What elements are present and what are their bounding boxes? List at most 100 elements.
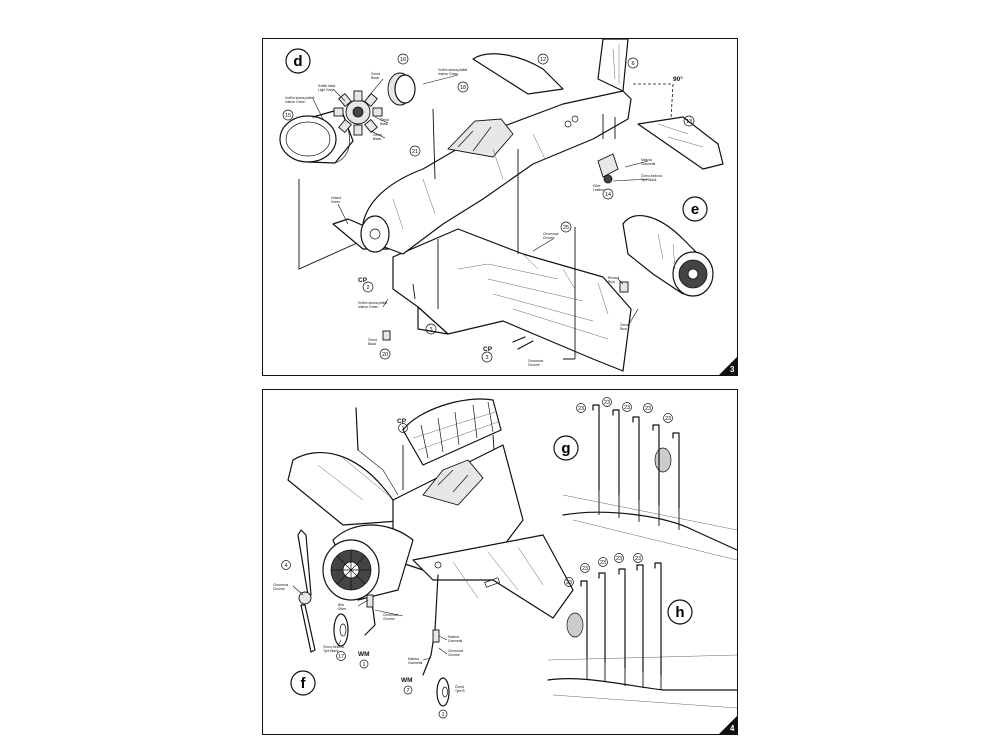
- part-g4-label: 23: [645, 406, 651, 412]
- antenna-rods-g: [592, 404, 680, 530]
- part-25-label: 25: [563, 225, 569, 231]
- cowling-front-disk: [387, 72, 416, 106]
- callout-d6: Vnitřní strana pláště: [438, 68, 467, 72]
- part-14-circle: [602, 188, 614, 200]
- part-7-label: 7: [406, 688, 409, 694]
- part-16-label: 16: [400, 57, 406, 63]
- callout-d11b: Chrome: [528, 363, 540, 367]
- step-d-label: d: [293, 53, 302, 70]
- part-18-label: 18: [460, 85, 466, 91]
- antenna-rods-h: [580, 562, 662, 690]
- left-stabilizer: [472, 53, 564, 95]
- callout-e4: Rezavá: [608, 276, 619, 280]
- callout-d6b: Interior Green: [438, 72, 459, 76]
- canopy: [402, 398, 502, 466]
- callout-f6b: Chrome: [448, 653, 460, 657]
- callout-f5b: Gunmetal: [448, 639, 463, 643]
- callout-d1b: Interior Green: [285, 100, 306, 104]
- step-f-label: f: [301, 675, 307, 692]
- callout-d8: Vnitřní strana pláště: [358, 301, 387, 305]
- step-f-marker: [290, 670, 316, 696]
- wing-panel-g: [562, 447, 737, 561]
- callout-d11: Chromová: [528, 359, 543, 363]
- aircraft-assembled: [287, 444, 574, 619]
- part-3a-circle: [425, 323, 437, 335]
- main-gear-left: [333, 594, 376, 647]
- part-h2-label: 23: [582, 566, 588, 572]
- step-e-marker: [682, 196, 708, 222]
- callout-d2b: Light Grey: [318, 88, 334, 92]
- part-6-label: 6: [631, 61, 634, 67]
- part-21-label: 21: [412, 149, 418, 155]
- part-2-label: 2: [366, 285, 369, 291]
- callout-d3: Černá: [371, 71, 380, 76]
- angle-guide: [633, 83, 674, 120]
- callout-d4b: Black: [380, 122, 388, 126]
- engine-detail-e: [622, 215, 714, 297]
- part-4-label: 4: [284, 563, 287, 569]
- callout-e5b: Rust: [620, 327, 627, 331]
- part-15-circle: [282, 109, 294, 121]
- antenna-mast: [355, 407, 359, 451]
- page-corner-bottom: [719, 716, 737, 734]
- part-20-label: 20: [382, 352, 388, 358]
- callout-d7b: Green: [331, 200, 340, 204]
- callout-f2b: Silver: [338, 607, 347, 611]
- part-6-circle: [627, 57, 639, 69]
- part-3b-circle: [481, 351, 493, 363]
- part-g2-label: 23: [604, 400, 610, 406]
- instruction-panel-top: d: [262, 38, 738, 376]
- part-3a-label: 3: [429, 327, 432, 333]
- cowling-ring: [279, 108, 354, 164]
- callout-e3: Kůže: [593, 184, 601, 188]
- part-25-circle: [560, 221, 572, 233]
- part-g3-label: 23: [624, 405, 630, 411]
- part-g5-label: 23: [665, 416, 671, 422]
- bottom-drawing: CP 1 4 17 WM 1: [273, 397, 737, 734]
- part-18-circle: [457, 81, 469, 93]
- callout-e3b: Leather: [593, 188, 605, 192]
- page-corner: [719, 357, 737, 375]
- callout-d9: Černá: [368, 337, 377, 342]
- callout-f7b: Gunmetal: [408, 661, 423, 665]
- part-3b-label: 3: [485, 355, 488, 361]
- callout-d3b: Black: [371, 76, 379, 80]
- callout-f3: Chromová: [383, 613, 398, 617]
- wm-label-2: WM: [401, 677, 413, 684]
- right-stabilizer: [637, 116, 724, 170]
- part-h1-label: 23: [566, 580, 572, 586]
- assembly-arrow-d: [298, 179, 376, 270]
- callout-d5b: Black: [373, 137, 381, 141]
- angle-label: 90°: [673, 75, 683, 83]
- part-12-circle: [537, 53, 549, 65]
- top-drawing: d: [279, 39, 737, 375]
- tail-wheel: [597, 153, 619, 184]
- wing-panel-h: [547, 612, 737, 709]
- part-g1-label: 23: [578, 406, 584, 412]
- radial-engine: [333, 90, 383, 136]
- part-h3-label: 23: [600, 560, 606, 566]
- callout-f3b: Chrome: [383, 617, 395, 621]
- callout-f8b: Tyre B: [455, 689, 465, 693]
- part-14-label: 14: [605, 192, 611, 198]
- callout-f8: Černá: [455, 684, 464, 689]
- propeller: [297, 529, 316, 653]
- step-g-marker: [553, 435, 579, 461]
- callout-d10b: Chrome: [543, 236, 555, 240]
- page-number-bottom: 4: [730, 724, 735, 733]
- callout-d1: Vnitřní strana pláště: [285, 96, 314, 100]
- wm-label-1: WM: [358, 651, 370, 658]
- part-13-circle: [683, 115, 695, 127]
- callout-d7: Zelená: [331, 196, 341, 200]
- main-gear-right: [422, 574, 450, 707]
- callout-e2b: Tyre Black: [641, 178, 657, 182]
- part-1c-label: 1: [441, 712, 444, 718]
- callout-f6: Chromová: [448, 649, 463, 653]
- part-12-label: 12: [540, 57, 546, 63]
- step-d-marker: [285, 48, 311, 74]
- part-16-circle: [397, 53, 409, 65]
- callout-f4: Černo-bežová: [323, 644, 344, 649]
- callout-d8b: Interior Green: [358, 305, 379, 309]
- cp-label-1: CP: [358, 277, 368, 284]
- part-15-label: 15: [285, 113, 291, 119]
